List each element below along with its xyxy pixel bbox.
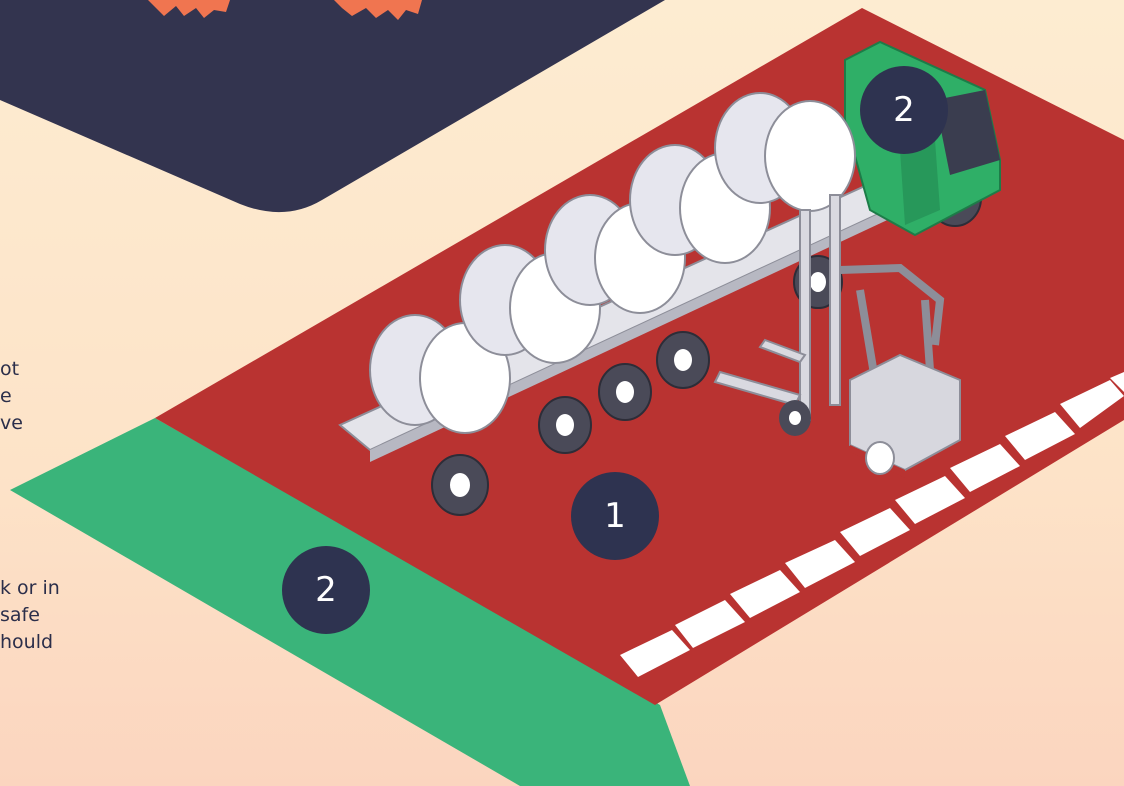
safe-zone-badge: 2 bbox=[282, 546, 370, 634]
side-text-bottom-line: k or in bbox=[0, 577, 60, 599]
orange-cog-left-icon bbox=[148, 0, 230, 18]
side-text-top-line: ot bbox=[0, 358, 20, 380]
forklift-icon bbox=[713, 194, 961, 478]
orange-cog-right-icon bbox=[334, 0, 422, 20]
side-text-bottom-line: safe bbox=[0, 604, 40, 626]
cable-drums bbox=[369, 92, 856, 434]
dark-panel bbox=[0, 0, 665, 213]
side-text-top-line: e bbox=[0, 385, 12, 407]
unsafe-zone-badge: 1 bbox=[571, 472, 659, 560]
cable-drum-icon bbox=[714, 92, 856, 212]
pedestrian-crossing-icon bbox=[620, 372, 1124, 677]
truck-cab-badge: 2 bbox=[860, 66, 948, 154]
side-text-bottom: k or in safe hould bbox=[0, 575, 60, 656]
side-text-bottom-line: hould bbox=[0, 631, 54, 653]
side-text-top: ot e ve bbox=[0, 356, 23, 437]
side-text-top-line: ve bbox=[0, 412, 23, 434]
